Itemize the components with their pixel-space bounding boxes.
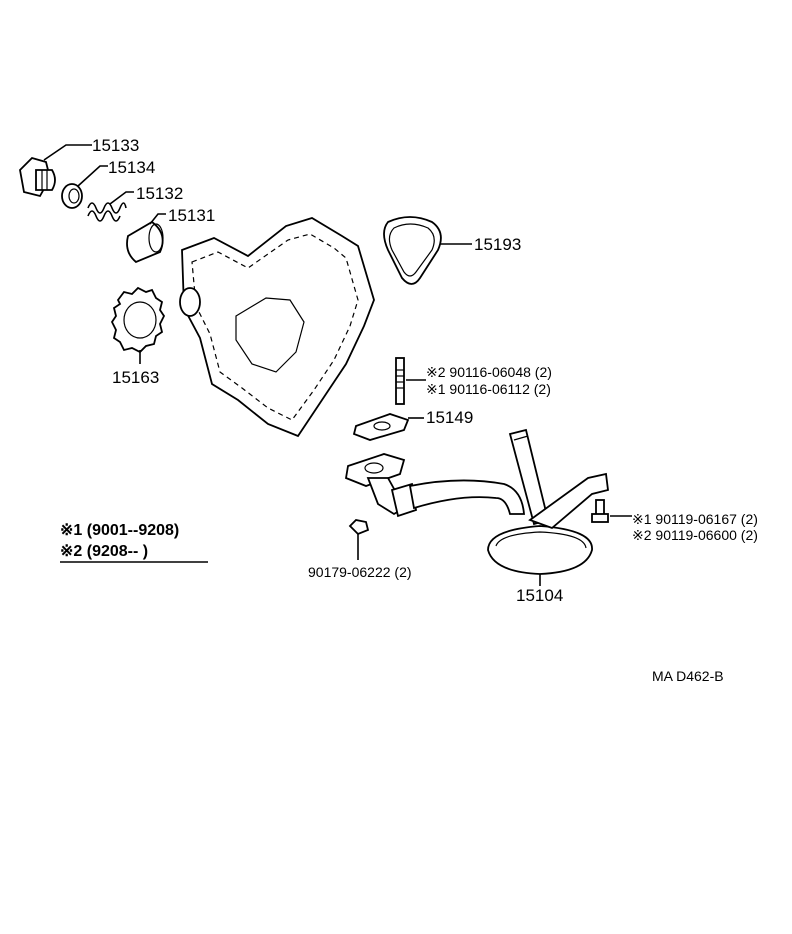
label-bolt-a: ※1 90119-06167 (2) bbox=[632, 511, 758, 527]
label-15134: 15134 bbox=[108, 158, 156, 177]
part-15133-plug bbox=[19, 144, 92, 198]
part-bolt bbox=[591, 499, 632, 523]
legend-line-1: ※1 (9001--9208) bbox=[60, 522, 180, 539]
part-15134-seal bbox=[61, 165, 108, 209]
part-stud bbox=[395, 357, 426, 405]
label-15133: 15133 bbox=[92, 136, 140, 155]
part-drain-plug bbox=[348, 519, 370, 560]
label-drain-plug: 90179-06222 (2) bbox=[308, 564, 412, 580]
label-15132: 15132 bbox=[136, 184, 184, 203]
part-15149-gasket bbox=[352, 413, 424, 441]
part-chain-cover bbox=[179, 217, 375, 438]
label-15163: 15163 bbox=[112, 368, 160, 387]
label-15149: 15149 bbox=[426, 408, 474, 427]
label-stud-b: ※1 90116-06112 (2) bbox=[426, 381, 551, 397]
part-15104-strainer bbox=[344, 428, 609, 586]
part-15193-gasket bbox=[383, 216, 472, 285]
label-15193: 15193 bbox=[474, 235, 522, 254]
label-bolt-b: ※2 90119-06600 (2) bbox=[632, 527, 758, 543]
part-15163-gear bbox=[110, 286, 166, 364]
label-stud-a: ※2 90116-06048 (2) bbox=[426, 364, 552, 380]
part-15131-piston bbox=[126, 213, 166, 264]
label-15104: 15104 bbox=[516, 586, 564, 605]
label-15131: 15131 bbox=[168, 206, 216, 225]
legend-line-2: ※2 (9208-- ) bbox=[60, 543, 149, 560]
diagram-code: MA D462-B bbox=[652, 668, 724, 684]
part-15132-spring bbox=[87, 191, 134, 222]
